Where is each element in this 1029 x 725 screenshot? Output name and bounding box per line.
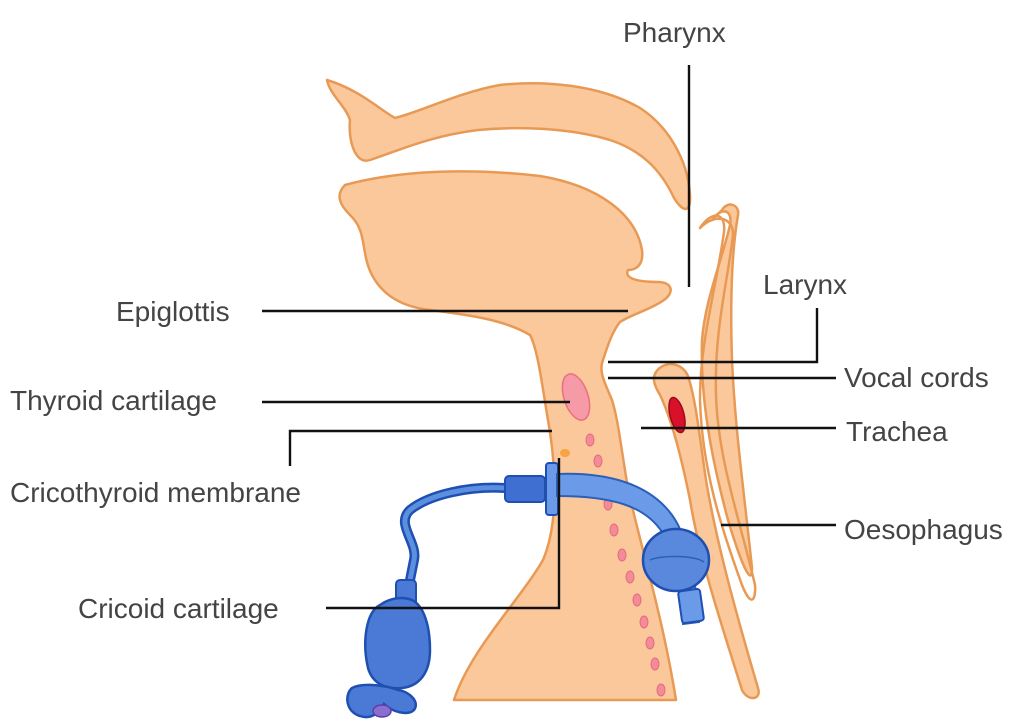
label-epiglottis: Epiglottis (116, 296, 230, 327)
cricothyroid-membrane-leader (290, 431, 552, 466)
label-cricothyroid-membrane: Cricothyroid membrane (10, 477, 301, 508)
label-trachea: Trachea (846, 416, 948, 447)
label-oesophagus: Oesophagus (844, 514, 1003, 545)
cricothyroid-mark (560, 449, 570, 457)
label-vocal-cords: Vocal cords (844, 362, 989, 393)
label-pharynx: Pharynx (623, 17, 726, 48)
label-thyroid-cartilage: Thyroid cartilage (10, 385, 217, 416)
pilot-tube-highlight (404, 488, 505, 612)
anatomy-illustration (327, 80, 759, 717)
tube-tip (678, 589, 704, 624)
label-cricoid-cartilage: Cricoid cartilage (78, 593, 279, 624)
tube-connector (505, 476, 545, 502)
label-larynx: Larynx (763, 269, 847, 300)
pilot-balloon (347, 580, 430, 717)
